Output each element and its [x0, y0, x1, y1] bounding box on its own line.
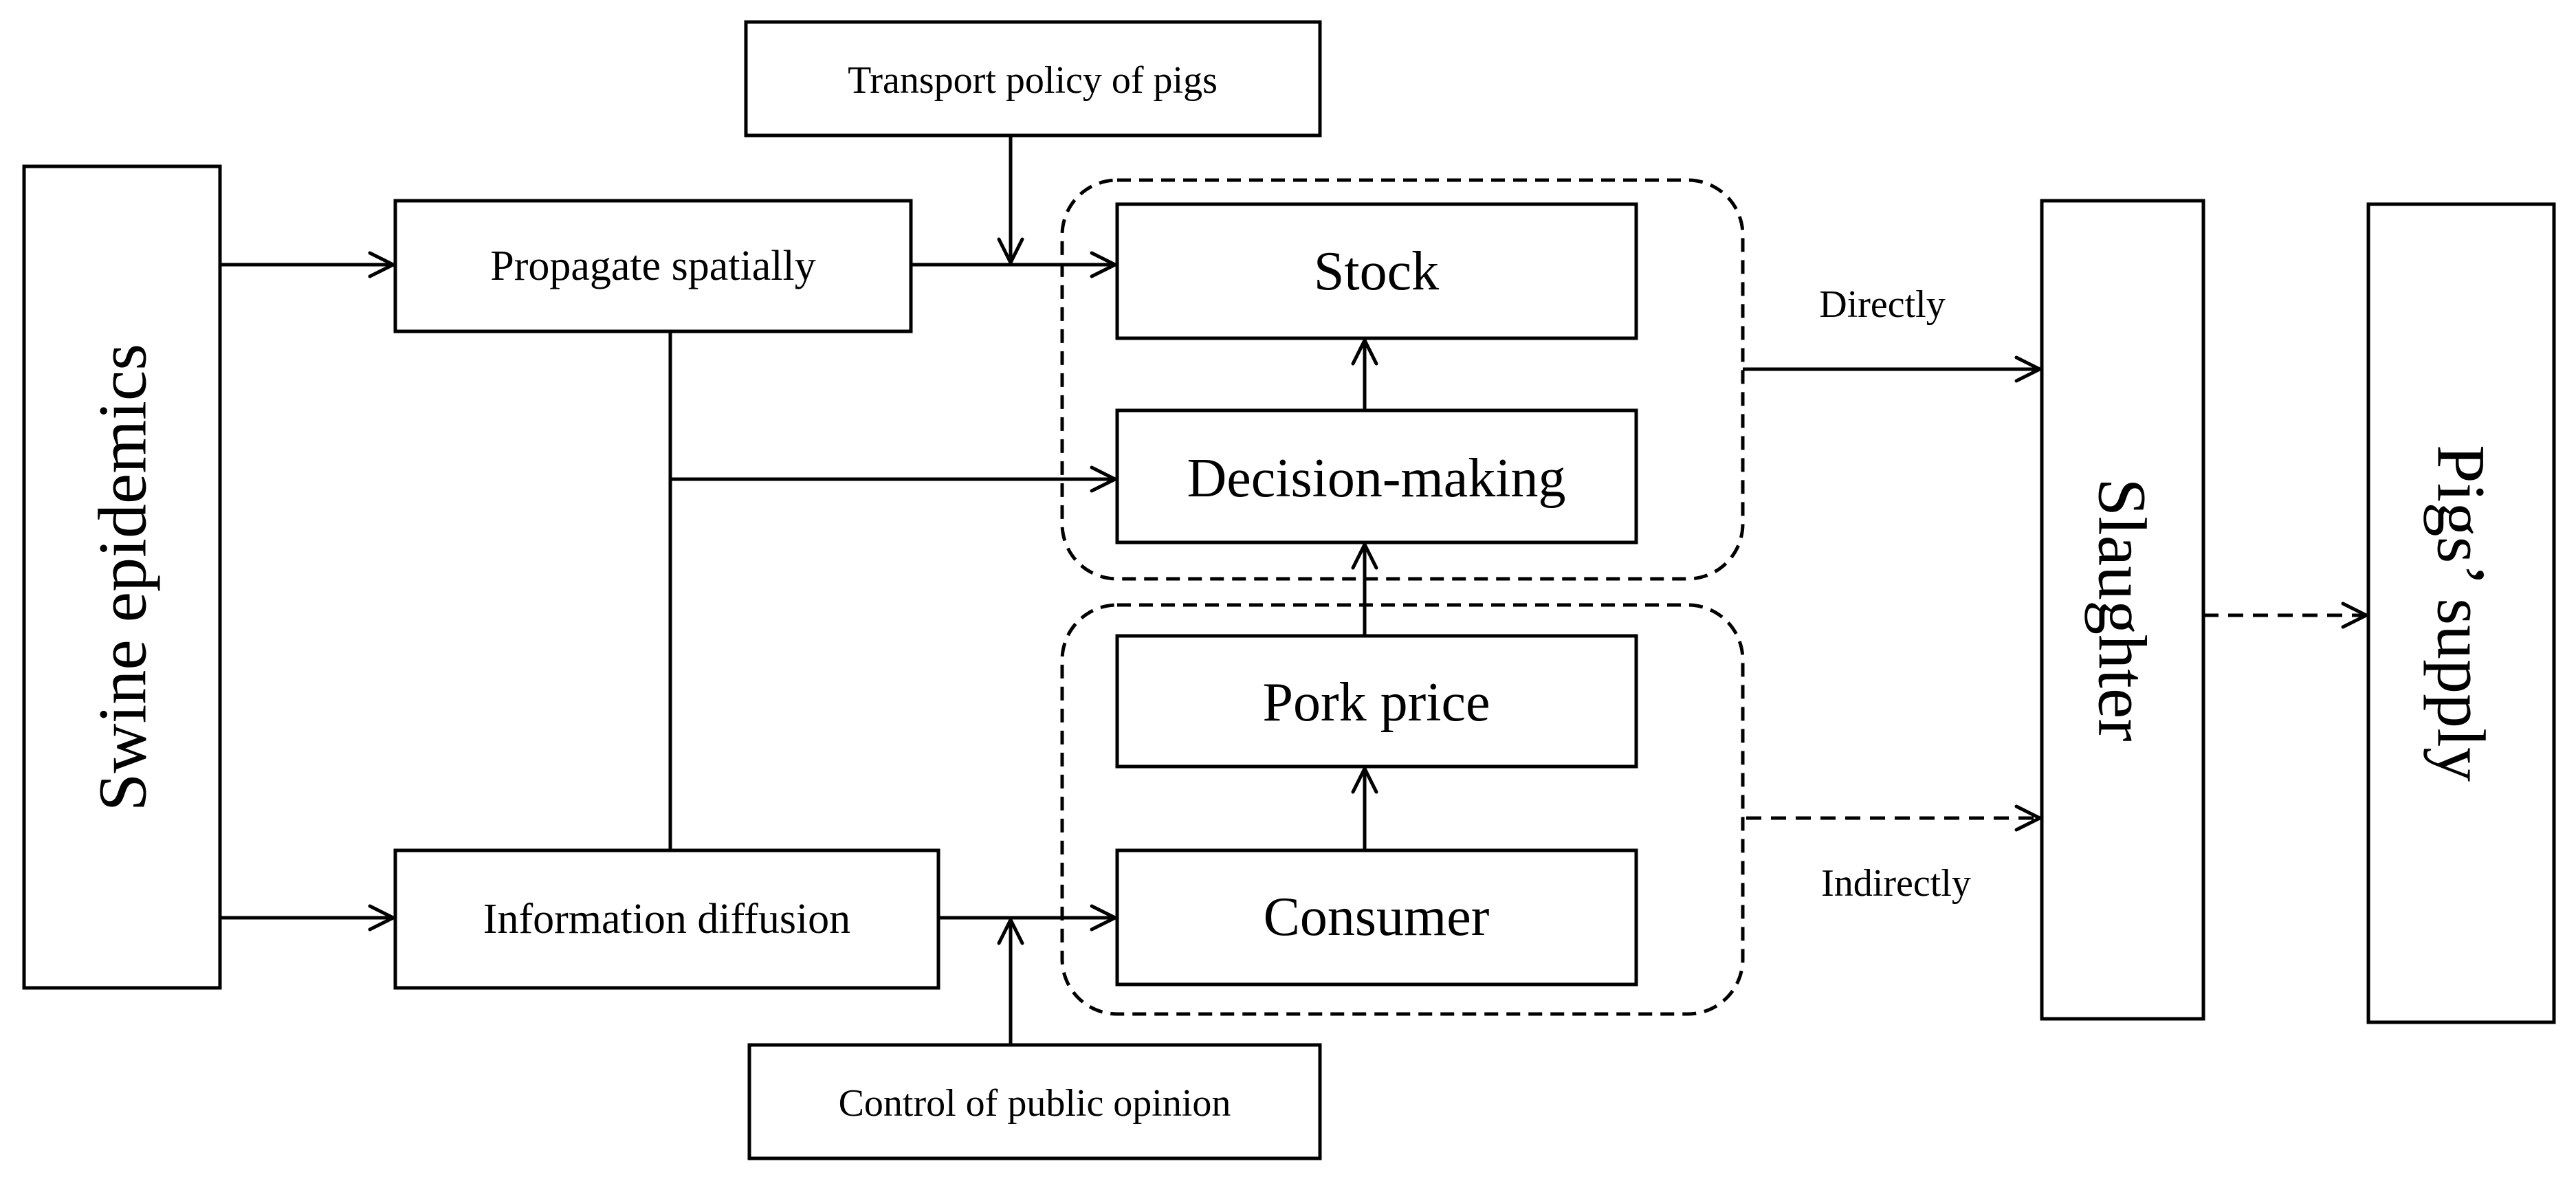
arrow-transport-policy-down	[997, 135, 1024, 265]
transport-policy-label: Transport policy of pigs	[848, 59, 1218, 102]
node-control-public-opinion: Control of public opinion	[747, 1043, 1322, 1160]
edge-label-indirectly: Indirectly	[1821, 862, 1971, 905]
node-decision-making: Decision-making	[1115, 408, 1638, 544]
slaughter-label: Slaughter	[2084, 478, 2161, 741]
arrow-slaughter-to-supply	[2203, 602, 2368, 629]
producer-group-frame	[1060, 178, 1745, 581]
arrow-swine-to-information	[220, 904, 395, 932]
arrow-swine-to-propagate	[220, 251, 395, 278]
node-pork-price: Pork price	[1115, 634, 1638, 769]
arrow-public-opinion-up	[997, 918, 1024, 1045]
consumer-label: Consumer	[1264, 887, 1490, 947]
node-transport-policy: Transport policy of pigs	[744, 20, 1322, 137]
swine-epidemics-label: Swine epidemics	[85, 344, 161, 811]
arrow-directly-to-slaughter	[1743, 355, 2042, 383]
pork-price-label: Pork price	[1262, 672, 1490, 733]
node-slaughter: Slaughter	[2040, 199, 2205, 1021]
arrow-information-to-consumer	[938, 904, 1117, 932]
market-group-frame	[1060, 603, 1745, 1016]
edge-label-directly: Directly	[1819, 283, 1945, 326]
arrow-branch-to-decision	[670, 465, 1117, 493]
node-stock: Stock	[1115, 202, 1638, 340]
arrow-indirectly-to-slaughter	[1746, 804, 2042, 832]
stock-label: Stock	[1314, 241, 1439, 302]
control-public-opinion-label: Control of public opinion	[839, 1082, 1231, 1125]
arrow-price-to-decision	[1351, 542, 1378, 636]
propagate-spatially-label: Propagate spatially	[490, 243, 815, 289]
node-consumer: Consumer	[1115, 848, 1638, 987]
node-pigs-supply: Pigs’ supply	[2366, 202, 2556, 1024]
information-diffusion-label: Information diffusion	[483, 896, 850, 943]
arrow-consumer-to-price	[1351, 767, 1378, 850]
decision-making-label: Decision-making	[1187, 448, 1566, 509]
node-swine-epidemics: Swine epidemics	[22, 164, 222, 990]
arrow-propagate-to-stock	[911, 251, 1117, 278]
arrow-decision-to-stock	[1351, 338, 1378, 410]
node-propagate-spatially: Propagate spatially	[393, 199, 913, 333]
node-information-diffusion: Information diffusion	[393, 848, 940, 990]
pigs-supply-label: Pigs’ supply	[2423, 445, 2500, 782]
